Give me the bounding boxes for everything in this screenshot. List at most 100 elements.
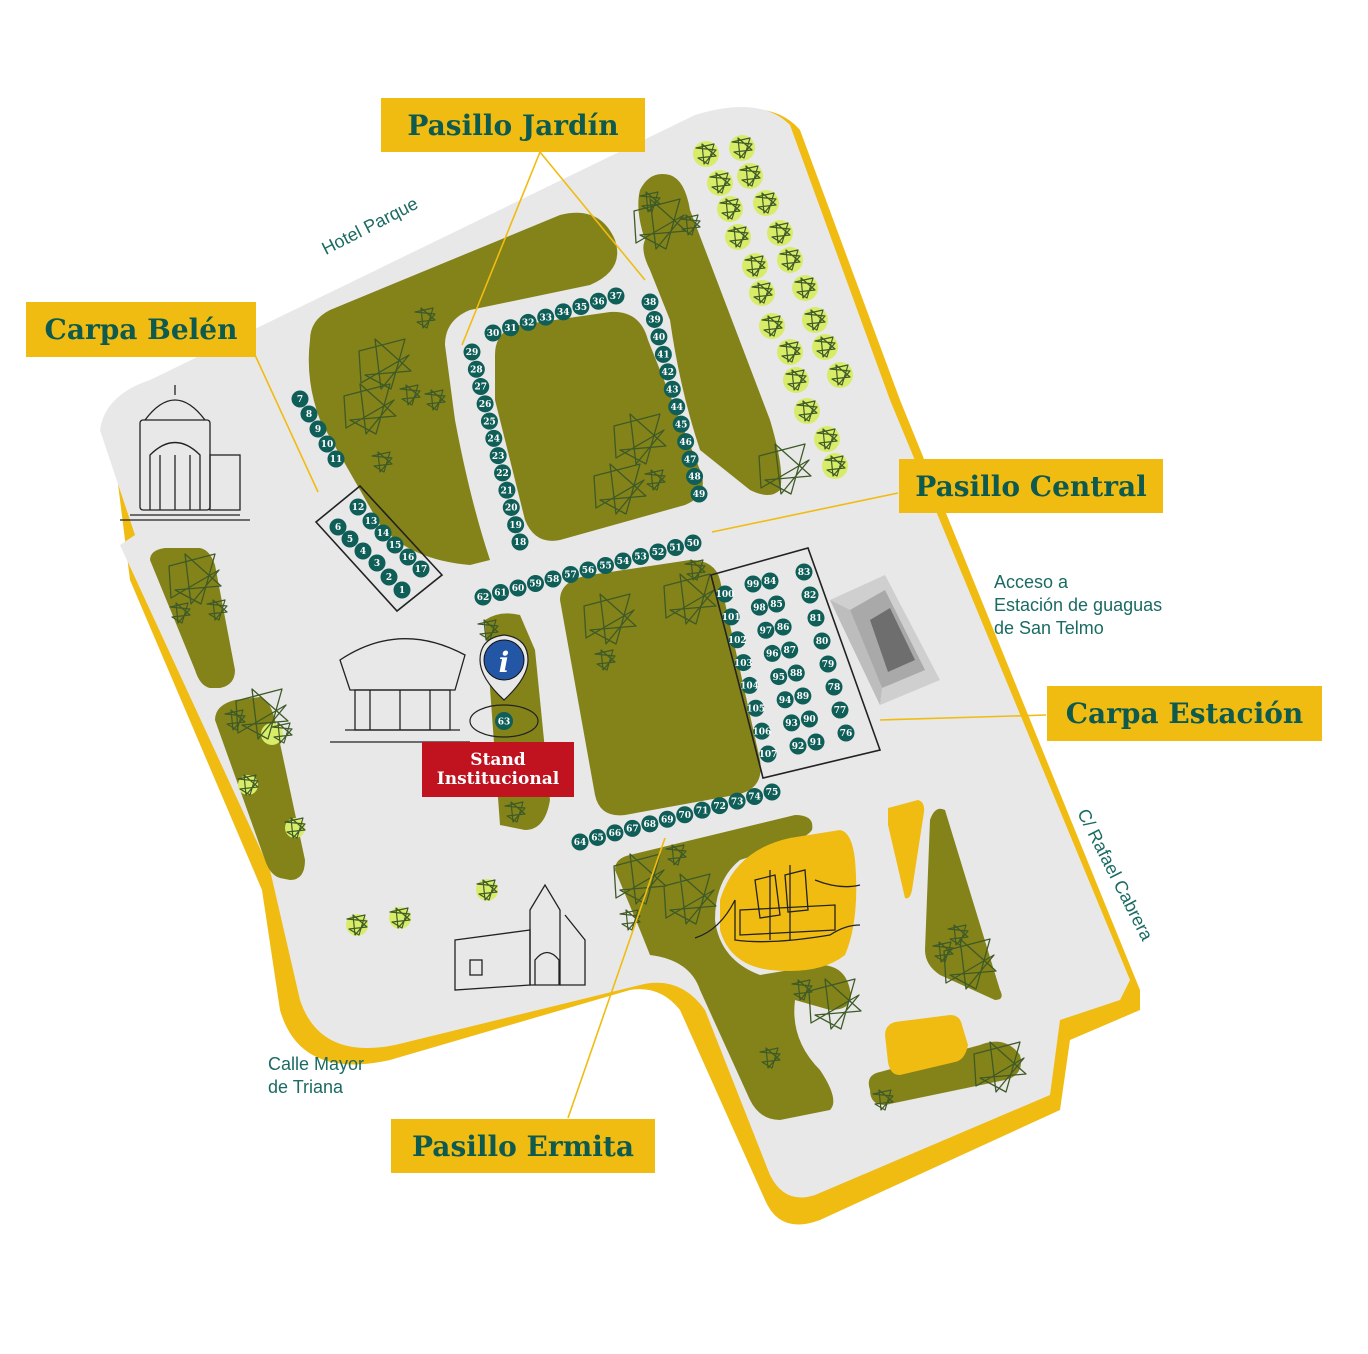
stall-marker[interactable]	[837, 724, 855, 742]
stall-marker[interactable]	[676, 806, 694, 824]
stall-marker[interactable]	[728, 631, 746, 649]
stall-marker[interactable]	[658, 810, 676, 828]
stall-marker[interactable]	[606, 824, 624, 842]
stall-marker[interactable]	[463, 343, 481, 361]
stall-marker[interactable]	[774, 618, 792, 636]
stall-marker[interactable]	[728, 792, 746, 810]
stall-marker[interactable]	[781, 641, 799, 659]
stall-marker[interactable]	[484, 324, 502, 342]
stall-marker[interactable]	[686, 468, 704, 486]
stall-marker[interactable]	[476, 395, 494, 413]
stall-marker[interactable]	[667, 539, 684, 556]
stall-marker[interactable]	[623, 819, 641, 837]
stall-marker[interactable]	[763, 783, 781, 801]
stall-marker[interactable]	[825, 678, 843, 696]
stall-marker[interactable]	[291, 390, 309, 408]
stall-marker[interactable]	[807, 609, 825, 627]
stall-marker[interactable]	[562, 566, 579, 583]
stall-marker[interactable]	[380, 568, 398, 586]
stall-marker[interactable]	[480, 412, 498, 430]
stall-marker[interactable]	[572, 298, 590, 316]
stall-marker[interactable]	[744, 575, 762, 593]
stall-marker[interactable]	[783, 714, 801, 732]
stall-marker[interactable]	[741, 676, 759, 694]
stall-marker[interactable]	[354, 542, 372, 560]
stall-marker[interactable]	[399, 548, 417, 566]
stall-marker[interactable]	[472, 378, 490, 396]
stall-marker[interactable]	[750, 598, 768, 616]
stall-marker[interactable]	[374, 524, 392, 542]
stall-marker[interactable]	[498, 481, 516, 499]
stall-marker[interactable]	[368, 554, 386, 572]
stall-marker[interactable]	[668, 398, 686, 416]
stall-marker[interactable]	[554, 303, 572, 321]
stall-marker[interactable]	[579, 561, 597, 579]
stall-marker[interactable]	[509, 579, 527, 597]
stall-marker[interactable]	[831, 701, 849, 719]
stall-marker[interactable]	[659, 363, 677, 381]
stall-marker[interactable]	[747, 699, 765, 717]
stall-marker[interactable]	[349, 498, 367, 516]
stall-marker[interactable]	[327, 450, 345, 468]
stall-marker[interactable]	[649, 543, 667, 561]
stall-marker[interactable]	[681, 450, 699, 468]
stall-marker[interactable]	[362, 512, 380, 530]
stall-marker[interactable]	[770, 668, 788, 686]
stall-marker[interactable]	[607, 287, 625, 305]
stall-marker[interactable]	[801, 586, 819, 604]
stall-marker[interactable]	[819, 655, 837, 673]
stall-marker[interactable]	[746, 788, 764, 806]
stall-marker[interactable]	[776, 691, 794, 709]
stall-marker[interactable]	[722, 608, 740, 626]
stall-marker[interactable]	[519, 313, 537, 331]
stall-marker[interactable]	[693, 801, 711, 819]
stall-marker[interactable]	[641, 815, 659, 833]
stall-marker[interactable]	[492, 584, 509, 601]
stall-marker[interactable]	[757, 621, 775, 639]
stall-marker[interactable]	[537, 308, 555, 326]
stall-marker[interactable]	[309, 420, 327, 438]
stall-marker[interactable]	[672, 415, 690, 433]
stall-marker[interactable]	[632, 548, 649, 565]
stall-marker[interactable]	[588, 828, 606, 846]
stall-marker[interactable]	[300, 405, 318, 423]
stall-marker[interactable]	[412, 560, 430, 578]
stall-marker[interactable]	[654, 345, 672, 363]
stall-marker-63[interactable]	[495, 712, 513, 730]
stall-marker[interactable]	[502, 319, 520, 337]
stall-marker[interactable]	[527, 575, 544, 592]
stall-marker[interactable]	[544, 570, 562, 588]
stall-marker[interactable]	[716, 585, 734, 603]
stall-marker[interactable]	[789, 737, 807, 755]
stall-marker[interactable]	[711, 797, 729, 815]
stall-marker[interactable]	[677, 433, 695, 451]
stall-marker[interactable]	[763, 644, 781, 662]
stall-marker[interactable]	[489, 447, 507, 465]
stall-marker[interactable]	[589, 292, 607, 310]
stall-marker[interactable]	[386, 536, 404, 554]
stall-marker[interactable]	[474, 588, 492, 606]
stall-marker[interactable]	[795, 563, 813, 581]
stall-marker[interactable]	[759, 745, 777, 763]
stall-marker[interactable]	[341, 530, 359, 548]
stall-marker[interactable]	[511, 533, 529, 551]
stall-marker[interactable]	[813, 632, 831, 650]
stall-marker[interactable]	[794, 687, 812, 705]
stall-marker[interactable]	[502, 498, 520, 516]
stall-marker[interactable]	[807, 733, 825, 751]
info-pin-icon[interactable]: i	[469, 634, 539, 738]
stall-marker[interactable]	[494, 464, 512, 482]
stall-marker[interactable]	[641, 293, 659, 311]
stall-marker[interactable]	[597, 557, 614, 574]
stall-marker[interactable]	[690, 485, 708, 503]
stall-marker[interactable]	[768, 595, 786, 613]
stall-marker[interactable]	[800, 710, 818, 728]
stall-marker[interactable]	[571, 833, 589, 851]
stall-marker[interactable]	[663, 380, 681, 398]
stall-marker[interactable]	[787, 664, 805, 682]
stall-marker[interactable]	[761, 572, 779, 590]
stall-marker[interactable]	[645, 310, 663, 328]
stall-marker[interactable]	[318, 435, 336, 453]
stall-marker[interactable]	[467, 360, 485, 378]
stall-marker[interactable]	[684, 534, 702, 552]
